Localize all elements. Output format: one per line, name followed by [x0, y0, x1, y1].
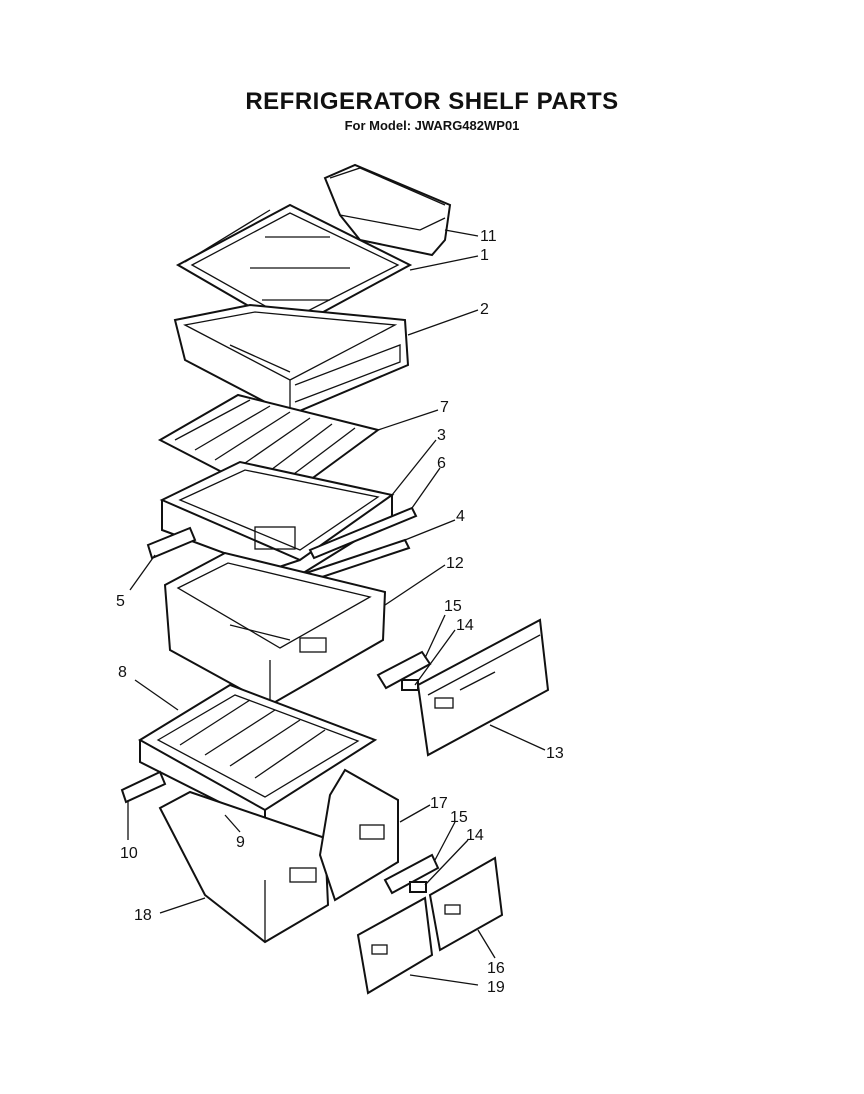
callout-18: 18 [134, 907, 152, 924]
part-1-glass-shelf [175, 203, 413, 332]
part-19-drawer-front [356, 896, 434, 995]
callout-9: 9 [236, 834, 245, 851]
part-18-pan [158, 790, 330, 944]
callout-14-lower: 14 [466, 827, 484, 844]
callout-3: 3 [437, 427, 446, 444]
part-13-drawer-front [416, 618, 550, 757]
part-11-bin [323, 163, 452, 257]
callout-7: 7 [440, 399, 449, 416]
title-block: REFRIGERATOR SHELF PARTS For Model: JWAR… [0, 88, 864, 133]
model-subtitle: For Model: JWARG482WP01 [344, 118, 520, 133]
callout-4: 4 [456, 508, 465, 525]
callout-10: 10 [120, 845, 138, 862]
callout-8: 8 [118, 664, 127, 681]
part-14-lower-clip [409, 881, 427, 893]
callout-14-upper: 14 [456, 617, 474, 634]
callout-19: 19 [487, 979, 505, 996]
callout-5: 5 [116, 593, 125, 610]
callout-17: 17 [430, 795, 448, 812]
part-10-slide [120, 770, 167, 804]
part-12-pan [163, 551, 387, 707]
callout-2: 2 [480, 301, 489, 318]
part-2-drawer [173, 303, 410, 417]
callout-1: 1 [480, 247, 489, 264]
callout-15-lower: 15 [450, 809, 468, 826]
part-16-drawer-front [428, 856, 504, 952]
callout-12: 12 [446, 555, 464, 572]
callout-13: 13 [546, 745, 564, 762]
part-6-rod [308, 506, 418, 560]
callout-11: 11 [480, 228, 497, 245]
callout-labels: 11 1 2 7 3 6 4 5 12 15 14 8 13 10 9 17 1… [116, 228, 564, 996]
leader-lines [127, 229, 546, 986]
part-15-lower-bracket [383, 853, 440, 895]
callout-6: 6 [437, 455, 446, 472]
page-title: REFRIGERATOR SHELF PARTS [245, 88, 619, 115]
callout-15-upper: 15 [444, 598, 462, 615]
part-5-slide [146, 526, 197, 560]
part-17-pan [318, 768, 399, 902]
callout-16: 16 [487, 960, 505, 977]
